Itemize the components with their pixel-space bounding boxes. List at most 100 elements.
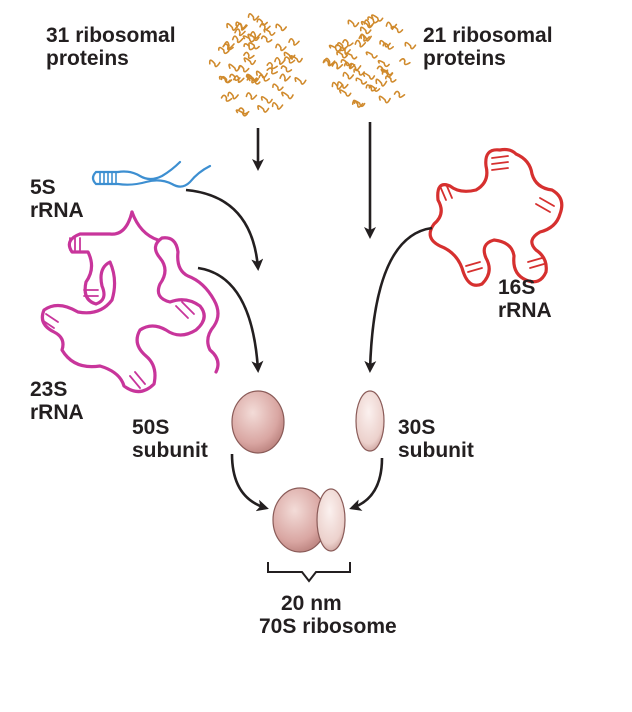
protein-squiggle [342, 71, 355, 80]
protein-squiggle [378, 95, 391, 104]
label-line: rRNA [30, 401, 84, 424]
subunit-50s-icon [231, 390, 285, 454]
protein-squiggle [379, 39, 391, 48]
ribosomal-proteins-50s-icon [208, 13, 307, 117]
protein-squiggle [375, 78, 388, 87]
label-16s-rrna: 16S rRNA [498, 276, 552, 322]
label-line: 21 ribosomal [423, 24, 553, 47]
protein-squiggle [223, 41, 235, 50]
protein-squiggle [338, 89, 352, 97]
protein-squiggle [266, 61, 278, 70]
protein-squiggle [385, 21, 398, 30]
protein-squiggle [363, 19, 376, 28]
protein-squiggle [353, 68, 365, 76]
protein-squiggle [399, 58, 411, 66]
label-line: 16S [498, 276, 536, 299]
protein-squiggle [367, 16, 379, 24]
ribosome-70s-icon [272, 487, 346, 553]
rrna-16s-icon [428, 147, 564, 287]
protein-squiggle [222, 43, 234, 51]
protein-squiggle [275, 43, 287, 52]
protein-squiggle [220, 75, 233, 84]
protein-squiggle [343, 61, 356, 70]
protein-squiggle [393, 90, 406, 99]
protein-squiggle [260, 35, 273, 43]
protein-squiggle [365, 84, 378, 92]
protein-squiggle [290, 55, 303, 63]
protein-squiggle [257, 105, 270, 113]
protein-squiggle [391, 25, 404, 34]
protein-squiggle [275, 23, 287, 32]
protein-squiggle [248, 42, 260, 50]
protein-squiggle [243, 43, 255, 51]
label-line: 5S [30, 176, 56, 199]
protein-squiggle [272, 83, 284, 91]
label-line: 23S [30, 378, 68, 401]
protein-squiggle [237, 107, 250, 115]
protein-squiggle [339, 46, 351, 55]
protein-squiggle [256, 18, 268, 26]
label-23s-rrna: 23S rRNA [30, 378, 84, 424]
protein-squiggle [243, 57, 257, 66]
assembly-arrows [185, 122, 433, 512]
rrna-5s-icon [91, 160, 212, 188]
arrow-16s-to-30s [364, 226, 433, 373]
label-5s-rrna: 5S rRNA [30, 176, 84, 222]
label-line: rRNA [30, 199, 84, 222]
protein-squiggle [266, 67, 278, 75]
label-line: proteins [46, 47, 129, 70]
protein-squiggle [281, 91, 294, 100]
protein-squiggle [228, 63, 241, 72]
arrow-23s-to-50s [197, 266, 264, 373]
protein-squiggle [328, 44, 342, 52]
protein-squiggle [347, 19, 360, 28]
rrna-23s-icon [40, 210, 220, 394]
protein-squiggle [371, 14, 384, 22]
protein-squiggle [365, 51, 378, 59]
protein-squiggle [280, 65, 293, 73]
protein-squiggle [229, 73, 241, 82]
label-line: 31 ribosomal [46, 24, 176, 47]
protein-squiggle [246, 74, 259, 83]
protein-squiggle [271, 101, 284, 110]
protein-squiggle [342, 39, 354, 47]
protein-squiggle [354, 39, 367, 48]
ribosomal-proteins-30s-icon [322, 14, 417, 108]
protein-squiggle [294, 76, 307, 85]
protein-squiggle [359, 26, 372, 35]
protein-squiggle [385, 75, 397, 83]
label-line: subunit [398, 439, 474, 462]
protein-squiggle [274, 56, 286, 65]
protein-squiggle [349, 63, 362, 72]
arrow-30s-to-70s [349, 457, 384, 511]
protein-squiggle [360, 33, 372, 42]
protein-squiggle [336, 81, 349, 89]
protein-squiggle [243, 51, 255, 60]
protein-squiggle [255, 70, 268, 79]
protein-squiggle [226, 22, 239, 31]
protein-squiggle [279, 73, 291, 82]
protein-squiggle [247, 33, 260, 42]
protein-squiggle [355, 77, 368, 85]
protein-squiggle [331, 61, 344, 70]
protein-squiggle [245, 92, 258, 100]
label-line: 50S [132, 416, 170, 439]
protein-squiggle [235, 21, 247, 30]
label-line: rRNA [498, 299, 552, 322]
protein-squiggle [249, 30, 262, 40]
protein-squiggle [220, 94, 233, 102]
protein-squiggle [362, 72, 376, 80]
label-31-ribosomal-proteins: 31 ribosomal proteins [46, 24, 176, 70]
protein-squiggle [380, 68, 394, 76]
arrow-5s-to-50s [185, 188, 264, 271]
protein-squiggle [234, 28, 246, 37]
protein-squiggle [263, 28, 276, 36]
label-21-ribosomal-proteins: 21 ribosomal proteins [423, 24, 553, 70]
protein-squiggle [231, 35, 244, 44]
protein-squiggle [217, 46, 230, 55]
protein-squiggle [323, 57, 336, 66]
label-line: 70S ribosome [259, 615, 397, 638]
protein-squiggle [208, 59, 221, 68]
protein-squiggle [283, 56, 296, 64]
